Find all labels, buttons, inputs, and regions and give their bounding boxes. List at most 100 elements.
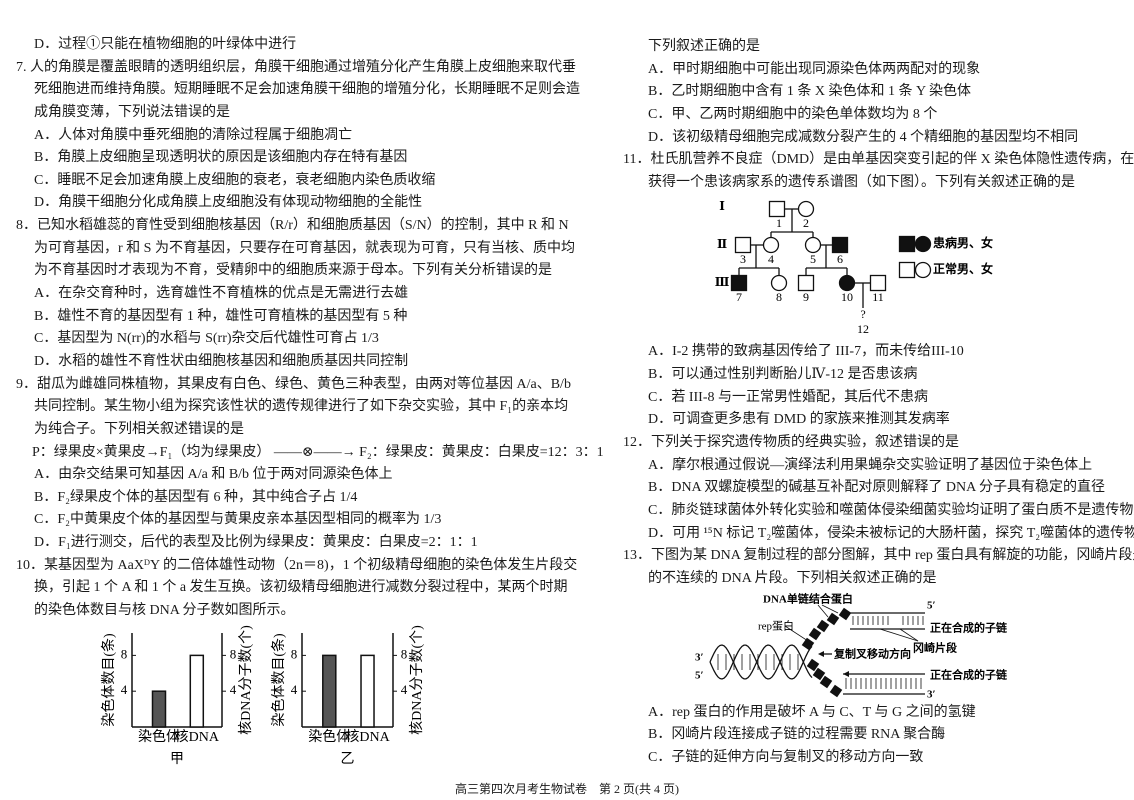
helix-strand	[709, 643, 813, 680]
individual-number: 2	[803, 216, 809, 230]
individual-male-normal	[734, 237, 752, 254]
individual-female-normal	[770, 275, 788, 292]
individual-female-normal	[797, 201, 815, 218]
individual-number: 4	[768, 252, 774, 266]
question-stem: 12．下列关于探究遗传物质的经典实验，叙述错误的是	[623, 435, 959, 451]
y-axis-label-left: 染色体数目(条)	[100, 633, 117, 727]
answer-option: B．DNA 双螺旋模型的碱基互补配对原则解释了 DNA 分子具有稳定的直径	[648, 480, 1105, 496]
tick-label-left: 8	[291, 646, 298, 661]
individual-number: 5	[810, 252, 816, 266]
individual-number: 12	[857, 322, 869, 336]
individual-male-affected	[831, 237, 849, 254]
answer-option: B．雄性不育的基因型有 1 种，雄性可育植株的基因型有 5 种	[34, 308, 408, 324]
answer-option: A．甲时期细胞中可能出现同源染色体两两配对的现象	[648, 61, 981, 77]
answer-option: C．睡眠不足会加速角膜上皮细胞的衰老，衰老细胞内染色质收缩	[34, 172, 436, 188]
ssb-protein	[816, 619, 830, 632]
answer-option: B．乙时期细胞中含有 1 条 X 染色体和 1 条 Y 染色体	[648, 84, 972, 100]
answer-option: D．F₁进行测交，后代的表型及比例为绿果皮：黄果皮：白果皮=2：1：1	[34, 535, 478, 551]
bar-dna	[189, 654, 205, 728]
text-line: 为不育基因时才表现为不育，受精卵中的细胞质来源于母本。下列有关分析错误的是	[34, 263, 552, 279]
generation-label: Ⅱ	[717, 237, 727, 251]
chart-title: 甲	[170, 752, 184, 767]
question-stem: 8．已知水稻雄蕊的育性受到细胞核基因（R/r）和细胞质基因（S/N）的控制，其中…	[16, 218, 569, 234]
arrow-head	[818, 650, 824, 657]
daughter-strand-label: 正在合成的子链	[930, 620, 1008, 634]
ssb-protein	[812, 667, 826, 680]
individual-number: 3	[740, 252, 746, 266]
bar-chromosome	[322, 654, 337, 728]
answer-option: A．由杂交结果可知基因 A/a 和 B/b 位于两对同源染色体上	[34, 467, 393, 483]
ssb-protein	[819, 675, 833, 688]
bar-dna	[360, 654, 375, 728]
answer-option: A．rep 蛋白的作用是破坏 A 与 C、T 与 G 之间的氢键	[648, 704, 976, 720]
pointer	[784, 625, 809, 641]
category-label: 核DNA	[345, 729, 390, 745]
text-line: 换，引起 1 个 A 和 1 个 a 发生互换。该初级精母细胞进行减数分裂过程中…	[34, 580, 568, 596]
generation-label: Ⅲ	[715, 275, 730, 289]
strand-end-label: 5′	[695, 669, 704, 681]
pointer	[879, 628, 919, 641]
question-stem: 11．杜氏肌营养不良症（DMD）是由单基因突变引起的伴 X 染色体隐性遗传病，在…	[623, 152, 1134, 168]
text-line: 成角膜变薄，下列说法错误的是	[34, 104, 230, 120]
answer-option: D．角膜干细胞分化成角膜上皮细胞没有体现动物细胞的全能性	[34, 195, 423, 211]
tick-label-left: 4	[121, 682, 128, 697]
y-axis-label-right: 核DNA分子数(个)	[409, 624, 425, 734]
ssb-protein	[806, 658, 820, 671]
answer-option: C．F₂中黄果皮个体的基因型与黄果皮亲本基因型相同的概率为 1/3	[34, 512, 442, 528]
tick-label-left: 8	[121, 646, 128, 661]
answer-option: C．基因型为 N(rr)的水稻与 S(rr)杂交后代雄性可育占 1/3	[34, 331, 379, 347]
legend-affected-male	[898, 236, 916, 253]
tick-label-right: 4	[401, 682, 408, 697]
text-line: P：绿果皮×黄果皮→F₁（均为绿果皮） ——⊗——→ F₂：绿果皮：黄果皮：白果…	[32, 444, 604, 460]
answer-option: C．甲、乙两时期细胞中的染色单体数均为 8 个	[648, 106, 938, 122]
chart-title: 乙	[341, 751, 355, 767]
answer-option: B．角膜上皮细胞呈现透明状的原因是该细胞内存在特有基因	[34, 150, 408, 166]
text-line: 死细胞进而维持角膜。短期睡眠不足会加速角膜干细胞的增殖分化，长期睡眠不足则会造	[34, 82, 580, 98]
answer-option: D．水稻的雄性不育性状由细胞核基因和细胞质基因共同控制	[34, 353, 409, 369]
individual-male-affected	[730, 275, 748, 292]
individual-number: 8	[776, 290, 782, 304]
generation-label: Ⅰ	[719, 199, 725, 213]
y-axis-label-right: 核DNA分子数(个)	[238, 624, 254, 734]
individual-female-normal	[804, 237, 822, 254]
individual-male-normal	[797, 275, 815, 292]
legend-affected-female	[914, 236, 932, 253]
ssb-protein	[826, 612, 840, 625]
ssb-protein	[838, 607, 852, 620]
individual-number: 6	[837, 252, 843, 266]
individual-number: 10	[841, 290, 853, 304]
legend-label-normal: 正常男、女	[933, 261, 993, 276]
legend-label-affected: 患病男、女	[933, 235, 993, 250]
helix-strand	[709, 643, 813, 680]
individual-female-affected	[838, 275, 856, 292]
text-line: 共同控制。某生物小组为探究该性状的遗传规律进行了如下杂交实验，其中 F₁的亲本均	[34, 399, 569, 415]
text-line: 的不连续的 DNA 片段。下列相关叙述正确的是	[648, 570, 937, 586]
text-line: 为纯合子。下列相关叙述错误的是	[34, 421, 244, 437]
individual-male-normal	[869, 275, 887, 292]
individual-number: 9	[803, 290, 809, 304]
individual-male-normal	[768, 201, 786, 218]
answer-option: B．F₂绿果皮个体的基因型有 6 种，其中纯合子占 1/4	[34, 489, 358, 505]
individual-number: 7	[736, 290, 742, 304]
tick-label-left: 4	[291, 682, 298, 697]
text-line: 的染色体数目与核 DNA 分子数如图所示。	[34, 603, 295, 619]
legend-normal-male	[898, 262, 916, 279]
category-label: 核DNA	[175, 729, 220, 745]
question-stem: 7. 人的角膜是覆盖眼睛的透明组织层，角膜干细胞通过增殖分化产生角膜上皮细胞来取…	[16, 59, 576, 75]
question-stem: 13．下图为某 DNA 复制过程的部分图解，其中 rep 蛋白具有解旋的功能，冈…	[623, 548, 1134, 564]
ssb-label: DNA单链结合蛋白	[763, 591, 853, 605]
legend-normal-female	[914, 262, 932, 279]
answer-option: C．肺炎链球菌体外转化实验和噬菌体侵染细菌实验均证明了蛋白质不是遗传物质	[648, 502, 1134, 518]
text-line: 为可育基因，r 和 S 为不育基因，只要存在可育基因，就表现为可育，只有当核、质…	[34, 240, 575, 256]
strand-end-label: 3′	[695, 651, 704, 663]
page-footer: 高三第四次月考生物试卷 第 2 页(共 4 页)	[455, 782, 679, 796]
y-axis-label-left: 染色体数目(条)	[270, 633, 287, 727]
tick-label-right: 8	[230, 646, 237, 661]
fork-direction-label: 复制叉移动方向	[833, 646, 911, 660]
